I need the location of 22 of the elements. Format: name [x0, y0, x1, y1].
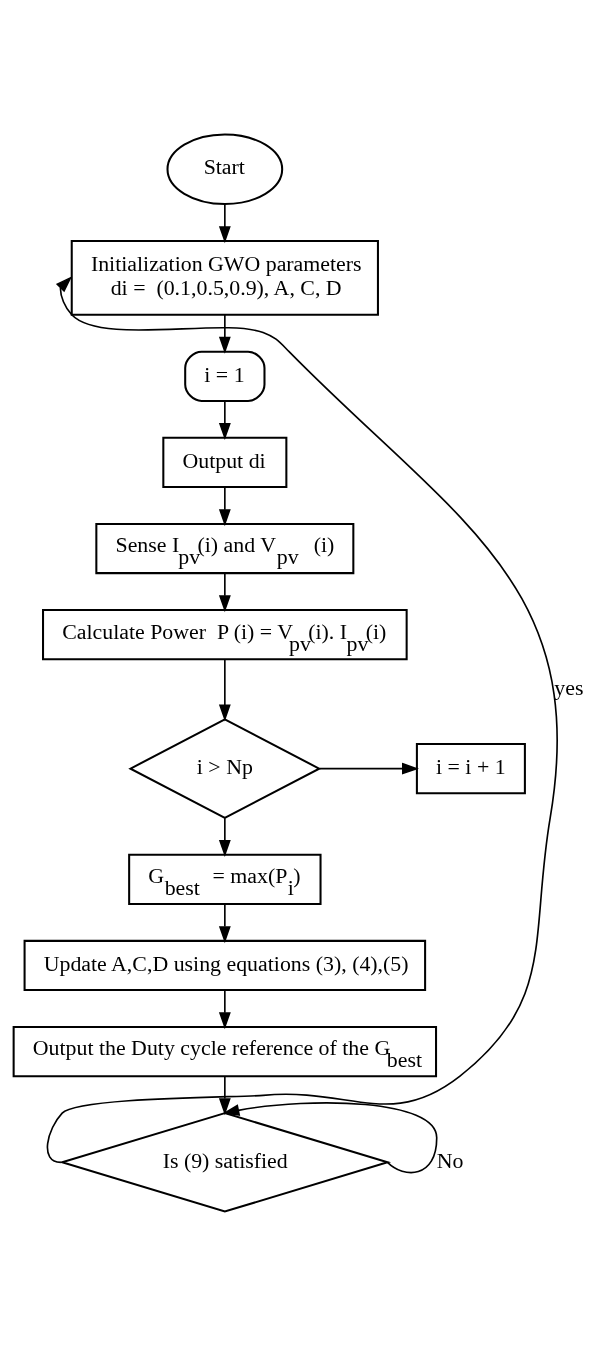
- arrow: [218, 203, 231, 244]
- arrow: [218, 400, 231, 441]
- node-box: Initialization GWO parameters di = (0.1,0.5,0.9), A, C, D: [70, 239, 379, 316]
- arrow: [46, 276, 558, 1164]
- arrow: [218, 658, 231, 722]
- node-ellipse: Start: [166, 133, 284, 205]
- node-box: i = i + 1: [415, 743, 526, 795]
- node-box: Update A,C,D using equations (3), (4),(5): [23, 939, 427, 992]
- arrow: [218, 903, 231, 944]
- node-diamond: Is (9) satisfied: [58, 1112, 392, 1213]
- arrow: [318, 762, 419, 775]
- arrow: [218, 314, 231, 354]
- arrow: [218, 989, 231, 1030]
- node-box: i = 1: [184, 350, 266, 402]
- edge-label: No: [436, 1148, 464, 1173]
- arrow: [222, 1102, 438, 1174]
- arrow: [218, 817, 231, 857]
- edge-label: yes: [554, 675, 584, 700]
- arrow: [218, 486, 231, 527]
- arrow: [218, 572, 231, 613]
- node-diamond: i > Np: [128, 718, 322, 819]
- node-box: Output di: [162, 436, 288, 489]
